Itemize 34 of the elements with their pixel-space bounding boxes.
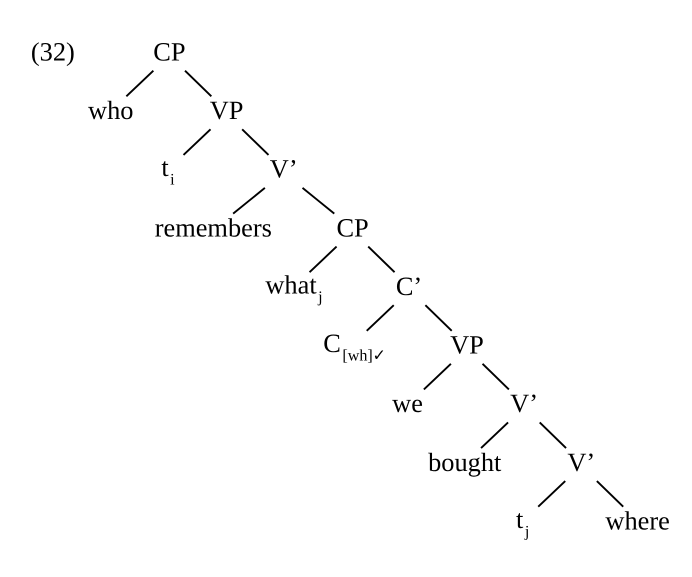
node-text: what$_{j}$ xyxy=(265,269,323,306)
node-text: C$_{[wh]✓}$ xyxy=(323,328,386,365)
node-text: where xyxy=(605,505,670,536)
connector xyxy=(184,70,212,98)
node-text: who xyxy=(88,95,134,126)
node-text: V’ xyxy=(510,388,538,418)
node-text: t$_{j}$ xyxy=(516,504,530,540)
node-text: V’ xyxy=(567,446,596,477)
connector xyxy=(302,187,335,214)
node-text: CP xyxy=(153,36,186,66)
connector xyxy=(126,70,154,98)
connector xyxy=(366,304,394,332)
node-text: we xyxy=(392,388,423,418)
node-text: V’ xyxy=(270,154,298,184)
connector xyxy=(182,128,212,156)
node-text: t$_{i}$ xyxy=(161,152,175,189)
node-text: VP xyxy=(210,95,244,126)
node-text: CP xyxy=(336,212,369,242)
node-text: bought xyxy=(428,446,502,477)
connector xyxy=(242,128,270,156)
connector xyxy=(538,480,566,508)
node-text: VP xyxy=(450,330,484,360)
node-text: remembers xyxy=(154,212,272,242)
connector xyxy=(232,187,266,214)
label: (32) xyxy=(30,36,75,66)
connector xyxy=(423,363,452,390)
connector xyxy=(368,246,396,273)
connector xyxy=(482,363,510,390)
node-text: C’ xyxy=(396,270,422,301)
connector xyxy=(539,422,567,449)
connector xyxy=(480,422,509,449)
connector xyxy=(596,480,624,508)
connector xyxy=(424,304,452,332)
connector xyxy=(308,246,338,273)
